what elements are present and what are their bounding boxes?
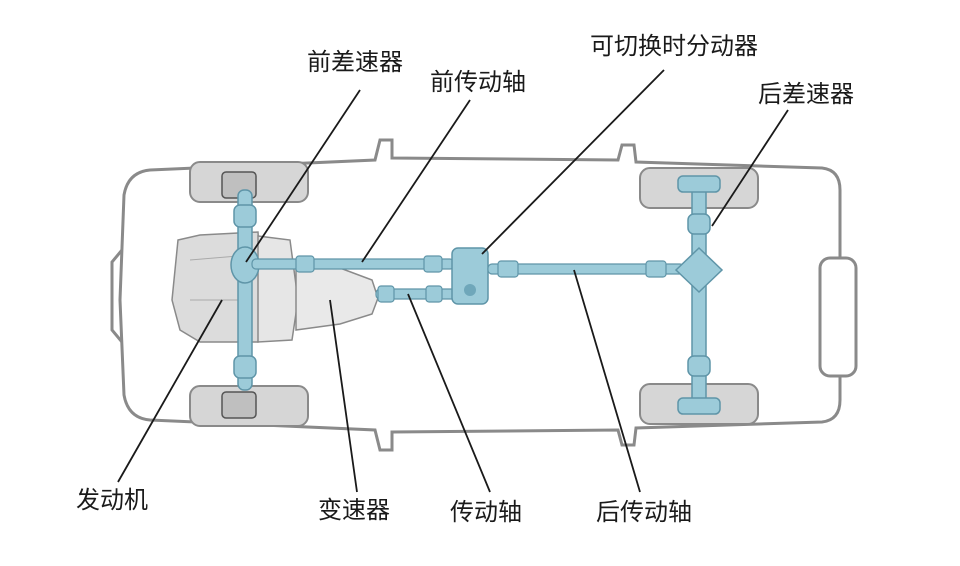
leader-driveshaft: [407, 293, 491, 493]
leader-engine: [117, 299, 223, 483]
leader-front-driveshaft: [361, 99, 471, 263]
label-front-differential: 前差速器: [307, 48, 403, 76]
transmission-body: [295, 261, 379, 331]
leader-transfer-case: [481, 69, 665, 255]
leader-rear-driveshaft: [573, 269, 641, 493]
front-driveshaft-shaft: [251, 255, 455, 273]
label-rear-differential: 后差速器: [758, 80, 854, 108]
transfer-case-body: [451, 247, 489, 305]
spare-tire: [818, 256, 858, 378]
leader-transmission: [329, 299, 358, 493]
label-front-driveshaft: 前传动轴: [430, 68, 526, 96]
leader-front-differential: [245, 89, 361, 263]
middle-driveshaft: [375, 285, 457, 303]
leader-rear-differential: [711, 109, 789, 227]
label-engine: 发动机: [76, 486, 148, 514]
label-rear-driveshaft: 后传动轴: [596, 498, 692, 526]
label-transfer-case: 可切换时分动器: [590, 32, 758, 60]
front-bumper: [110, 249, 124, 343]
engine-block: [171, 231, 299, 343]
label-driveshaft: 传动轴: [450, 498, 522, 526]
rear-driveshaft-shaft: [487, 260, 685, 278]
rear-axle: [674, 175, 724, 415]
front-axle: [230, 189, 260, 391]
label-transmission: 变速器: [318, 496, 390, 524]
